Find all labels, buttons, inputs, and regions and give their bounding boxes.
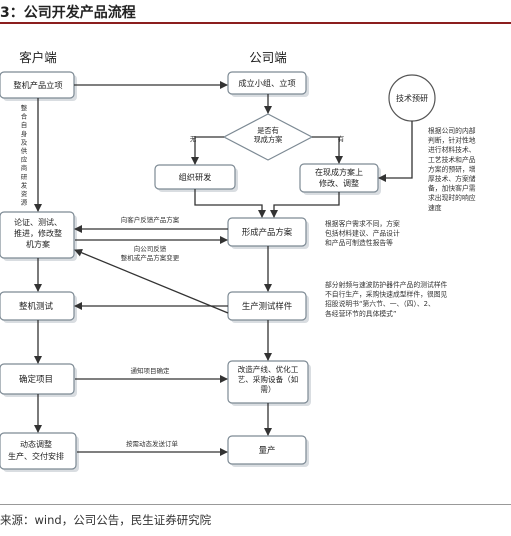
tech-circle-label: 技术预研	[396, 93, 428, 103]
company-box-modify-label: 在现成方案上修改、调整	[315, 167, 363, 188]
note-sample: 部分射频与速波防护器件产品的测试样件不自行生产，采购快速成型样件，很图见招股说明…	[325, 280, 448, 318]
arrow-label-orders: 按需动态发送订单	[126, 439, 179, 448]
arrow-label-feedback-scheme: 向客户反馈产品方案	[121, 215, 180, 224]
client-box-1-label: 整机产品立项	[13, 80, 62, 90]
client-box-2-label: 论证、测试、推进，修改整机方案	[14, 217, 62, 249]
client-box-5: 动态调整生产、交付安排	[0, 432, 79, 472]
company-box-5-label: 改造产线、优化工艺、采购设备（如需）	[238, 364, 299, 394]
company-box-modify: 在现成方案上修改、调整	[299, 163, 381, 195]
company-box-3: 形成产品方案	[227, 217, 309, 249]
client-box-4: 确定项目	[0, 363, 77, 397]
client-box-3: 整机测试	[0, 291, 77, 323]
company-box-3-label: 形成产品方案	[242, 227, 293, 237]
client-box-2: 论证、测试、推进，修改整机方案	[0, 211, 77, 261]
no-label: 无	[190, 135, 197, 143]
client-box-3-label: 整机测试	[19, 301, 54, 312]
source-note: 来源：wind，公司公告，民生证券研究院	[0, 513, 212, 527]
company-box-1-label: 成立小组、立项	[238, 78, 295, 88]
company-box-4: 生产测试样件	[227, 291, 309, 323]
arrow-label-confirm: 通知项目确定	[131, 366, 171, 375]
company-box-6-label: 量产	[259, 445, 276, 455]
tech-circle: 技术预研	[388, 74, 436, 122]
footer-divider	[0, 504, 511, 505]
yes-label: 有	[338, 134, 345, 143]
figure-title: 3：公司开发产品流程	[0, 2, 511, 24]
client-box-5-label: 动态调整生产、交付安排	[8, 439, 64, 461]
arrow-label-feedback-change: 向公司反馈整机或产品方案变更	[121, 244, 180, 262]
note-scheme: 根据客户需求不同，方案包括材料建议、产品设计和产品可制造性报告等	[325, 219, 400, 247]
vertical-resource-label: 整合自身及供应商研发资源	[21, 103, 28, 207]
client-box-1: 整机产品立项	[0, 71, 77, 101]
company-header: 公司端	[249, 50, 287, 65]
company-box-1: 成立小组、立项	[227, 71, 309, 97]
client-header: 客户端	[19, 50, 57, 65]
company-box-6: 量产	[227, 435, 309, 467]
tech-note: 根据公司的内部判断，针对性地进行材料技术、工艺技术和产品方案的预研，增厚技术、方…	[428, 126, 476, 212]
company-box-4-label: 生产测试样件	[242, 301, 292, 311]
decision-diamond: 是否有现成方案	[222, 113, 314, 161]
company-box-develop-label: 组织研发	[179, 172, 212, 182]
company-box-5: 改造产线、优化工艺、采购设备（如需）	[227, 360, 311, 406]
decision-diamond-label: 是否有现成方案	[254, 126, 283, 144]
client-box-4-label: 确定项目	[19, 374, 53, 385]
company-box-develop: 组织研发	[154, 164, 238, 192]
